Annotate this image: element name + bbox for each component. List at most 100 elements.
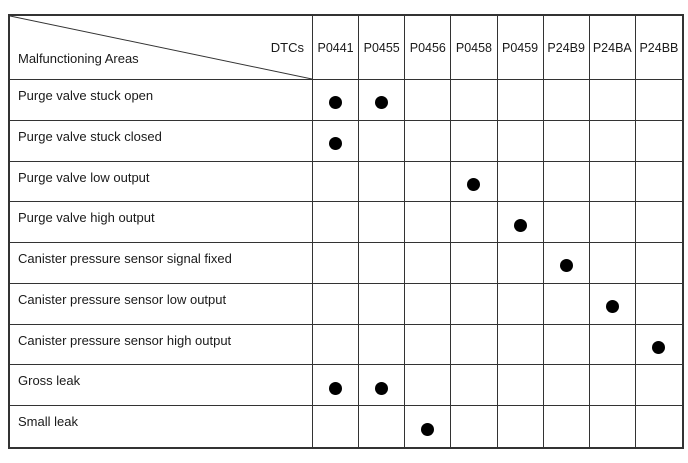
dtc-cell	[451, 202, 498, 244]
dtc-cell	[451, 243, 498, 284]
dtc-cell	[589, 243, 636, 284]
column-header-p0441: P0441	[313, 16, 360, 80]
dtc-cell	[497, 120, 544, 162]
dtc-cell	[589, 283, 636, 325]
dtc-cell	[544, 406, 590, 447]
dtc-cell	[636, 406, 682, 447]
dtc-mark-dot	[605, 300, 619, 314]
dtc-cell	[497, 243, 544, 284]
dtc-cell	[359, 324, 406, 366]
row-label: Canister pressure sensor signal fixed	[10, 243, 313, 284]
dtc-cell	[635, 202, 682, 244]
dtc-cell	[589, 365, 636, 407]
dtc-cell	[497, 324, 544, 366]
column-header-p0459: P0459	[497, 16, 544, 80]
column-header-p0455: P0455	[359, 16, 406, 80]
dtc-cell	[497, 161, 544, 203]
dtc-cell	[497, 80, 544, 121]
malfunctioning-areas-header-label: Malfunctioning Areas	[18, 51, 139, 66]
dtc-cell	[451, 406, 498, 447]
dtc-cell	[497, 202, 544, 244]
dtc-cell	[405, 161, 452, 203]
dtc-cell	[543, 161, 590, 203]
dtc-mark-dot	[329, 137, 343, 151]
dtc-cell	[359, 120, 406, 162]
dtc-cell	[451, 80, 498, 121]
dtc-cell	[497, 365, 544, 407]
dtc-cell	[313, 283, 360, 325]
dtc-cell	[405, 406, 452, 447]
dtc-mark-dot	[513, 218, 527, 232]
column-header-p24b9: P24B9	[543, 16, 590, 80]
dtc-cell	[313, 243, 360, 284]
dtc-cell	[635, 121, 682, 162]
dtc-cell	[451, 161, 498, 203]
dtc-cell	[313, 80, 360, 121]
column-header-p0456: P0456	[405, 16, 452, 80]
dtc-cell	[359, 283, 406, 325]
dtc-cell	[313, 324, 360, 366]
dtc-cell	[590, 406, 636, 447]
dtc-cell	[543, 243, 590, 284]
dtc-cell	[543, 120, 590, 162]
dtc-cell	[635, 243, 682, 284]
dtc-cell	[635, 80, 682, 121]
dtc-cell	[359, 365, 406, 407]
dtc-mark-dot	[329, 96, 343, 110]
table-corner-cell: DTCs Malfunctioning Areas	[10, 16, 313, 80]
dtc-cell	[451, 283, 498, 325]
column-header-p24bb: P24BB	[635, 16, 682, 80]
dtc-cell	[543, 80, 590, 121]
dtc-cell	[359, 161, 406, 203]
dtc-cell	[359, 243, 406, 284]
dtc-mark-dot	[375, 381, 389, 395]
dtc-mark-dot	[467, 177, 481, 191]
dtc-cell	[405, 283, 452, 325]
dtc-cell	[589, 202, 636, 244]
dtc-mark-dot	[652, 341, 666, 355]
row-label: Purge valve stuck open	[10, 80, 313, 121]
row-label: Small leak	[10, 406, 313, 447]
dtc-cell	[405, 80, 452, 121]
dtc-cell	[635, 284, 682, 325]
dtc-cell	[313, 161, 360, 203]
column-header-p24ba: P24BA	[589, 16, 636, 80]
row-label: Canister pressure sensor low output	[10, 283, 313, 325]
dtc-cell	[543, 202, 590, 244]
dtc-cell	[313, 406, 360, 447]
dtc-cell	[589, 80, 636, 121]
row-label: Canister pressure sensor high output	[10, 324, 313, 366]
column-header-p0458: P0458	[451, 16, 498, 80]
row-label: Gross leak	[10, 365, 313, 407]
dtc-cell	[405, 243, 452, 284]
dtc-cell	[313, 365, 360, 407]
dtc-cell	[589, 161, 636, 203]
diagonal-divider-line	[10, 16, 312, 79]
dtc-cell	[359, 202, 406, 244]
dtc-cell	[589, 324, 636, 366]
dtc-cell	[635, 162, 682, 203]
dtc-cell	[543, 324, 590, 366]
dtcs-header-label: DTCs	[270, 40, 304, 55]
dtc-cell	[498, 406, 544, 447]
dtc-cell	[313, 120, 360, 162]
dtc-cell	[635, 325, 682, 366]
dtc-cell	[405, 202, 452, 244]
dtc-cell	[313, 202, 360, 244]
dtc-cell	[589, 120, 636, 162]
dtc-mark-dot	[375, 96, 389, 110]
dtc-cell	[359, 406, 406, 447]
dtc-cell	[451, 120, 498, 162]
dtc-cell	[405, 324, 452, 366]
dtc-cell	[451, 324, 498, 366]
dtc-cell	[543, 365, 590, 407]
dtc-cell	[451, 365, 498, 407]
dtc-cell	[635, 365, 682, 407]
dtc-mark-dot	[559, 259, 573, 273]
dtc-mark-dot	[421, 423, 435, 437]
dtc-cell	[359, 80, 406, 121]
dtc-cell	[405, 365, 452, 407]
dtc-mark-dot	[329, 381, 343, 395]
